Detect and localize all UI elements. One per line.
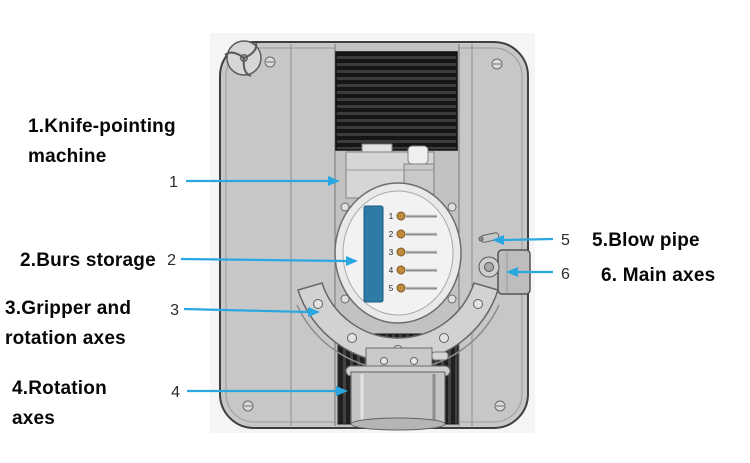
- bur-slot-row-1: 1: [389, 211, 437, 221]
- callout-label-rotation-axes: 4.Rotation axes: [12, 378, 107, 429]
- callout-label-burs-storage: 2.Burs storage: [20, 250, 156, 271]
- leader-lines: [180, 176, 554, 396]
- leader-arrowhead-6: [506, 267, 518, 277]
- leader-arrowhead-5: [492, 235, 504, 245]
- callout-label-blow-pipe: 5.Blow pipe: [592, 230, 700, 251]
- callout-label-main-axes: 6. Main axes: [601, 265, 716, 286]
- bur-slot-number: 4: [389, 266, 394, 275]
- fan-icon: [224, 40, 262, 77]
- bur-tool-icon: [396, 211, 406, 221]
- callout-number-2: 2: [167, 252, 176, 269]
- rotation-axis-cylinder: [345, 365, 451, 431]
- burs-storage-strip: [363, 205, 384, 303]
- callout-number-1: 1: [169, 174, 178, 191]
- corner-screws: [242, 56, 506, 412]
- bur-tool-icon: [396, 247, 406, 257]
- panel-screws: [340, 202, 457, 304]
- gripper-bolt: [347, 333, 357, 343]
- bur-slot-number: 1: [389, 212, 394, 221]
- gripper-bolt: [439, 333, 449, 343]
- callout-number-3: 3: [170, 302, 179, 319]
- gripper-bolt: [473, 299, 483, 309]
- leader-arrowhead-1: [328, 176, 340, 186]
- bur-slot-number: 3: [389, 248, 394, 257]
- bur-tool-icon: [396, 229, 406, 239]
- callout-number-4: 4: [171, 384, 180, 401]
- bur-slot-row-5: 5: [389, 283, 437, 293]
- bur-slot-row-4: 4: [389, 265, 437, 275]
- bur-slot-row-3: 3: [389, 247, 437, 257]
- leader-line-5: [503, 237, 554, 242]
- callout-label-knife-pointing-machine: 1.Knife-pointing machine: [28, 116, 176, 167]
- leader-line-2: [180, 257, 347, 263]
- callout-label-gripper-rotation-axes: 3.Gripper and rotation axes: [5, 298, 132, 349]
- leader-arrowhead-3: [308, 307, 320, 317]
- main-axes-block: [478, 249, 531, 295]
- leader-line-3: [183, 307, 309, 314]
- bur-slot-number: 5: [389, 284, 394, 293]
- callout-number-5: 5: [561, 232, 570, 249]
- bur-slot-row-2: 2: [389, 229, 437, 239]
- bur-slot-number: 2: [389, 230, 394, 239]
- leader-arrowhead-4: [336, 386, 348, 396]
- bur-tool-icon: [396, 283, 406, 293]
- callout-number-6: 6: [561, 266, 570, 283]
- bur-tool-icon: [396, 265, 406, 275]
- leader-arrowhead-2: [346, 256, 358, 266]
- callout-numbers: 1 2 3 4 5 6: [167, 174, 570, 401]
- cooling-fins-top: [335, 51, 458, 151]
- burs-storage: 1 2 3 4: [363, 205, 437, 303]
- gripper-bolt: [313, 299, 323, 309]
